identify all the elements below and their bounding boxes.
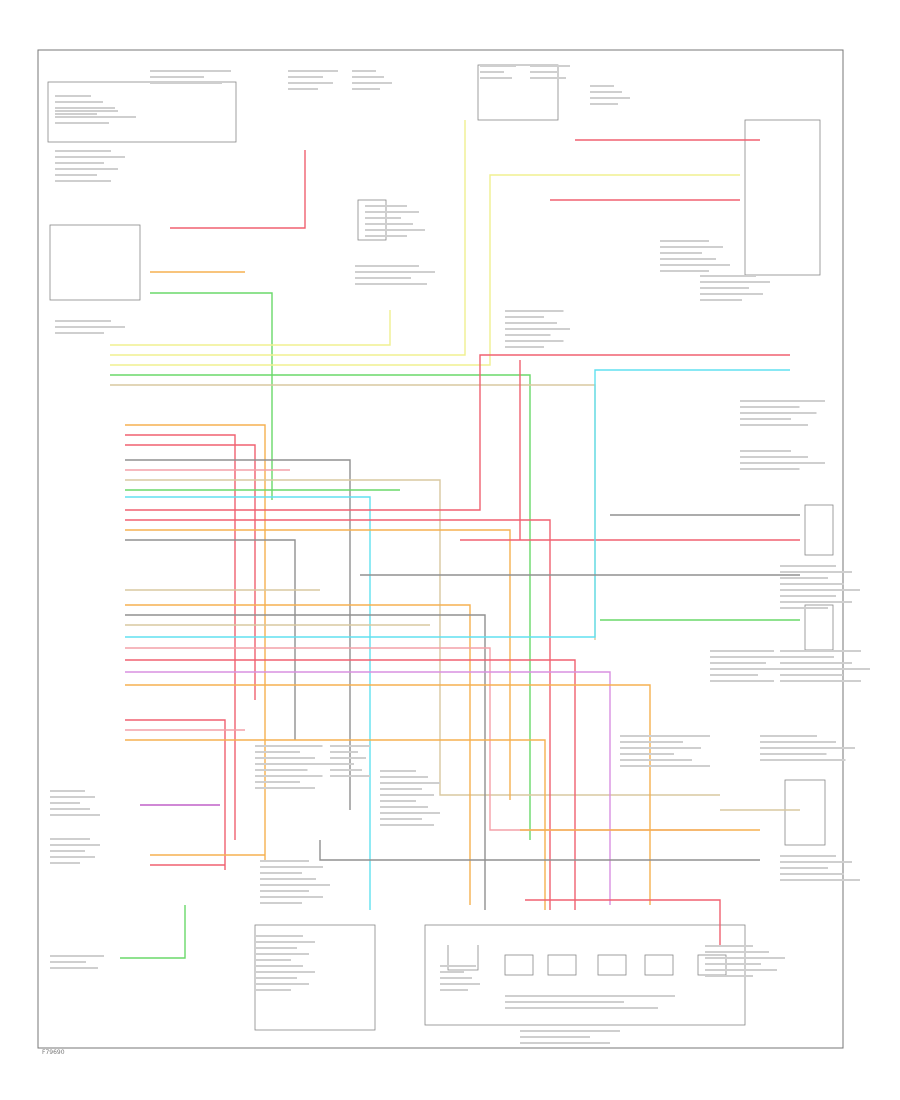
- label-placeholder-25: [380, 770, 440, 826]
- label-placeholder-9: [530, 65, 570, 79]
- label-placeholder-1: [55, 110, 136, 124]
- wire-yellow-3: [110, 310, 391, 346]
- label-placeholder-3: [150, 70, 231, 84]
- label-placeholder-31: [50, 790, 100, 816]
- wire-red-31: [125, 719, 226, 870]
- wire-cyan-15: [125, 496, 371, 910]
- wire-orange-22: [125, 604, 471, 905]
- label-placeholder-12: [700, 275, 770, 301]
- label-placeholder-33: [50, 955, 104, 969]
- label-placeholder-22: [55, 320, 125, 334]
- wire-red-0: [170, 150, 306, 229]
- wire-red-28: [125, 659, 576, 910]
- label-placeholder-10: [590, 85, 630, 105]
- label-placeholder-28: [440, 965, 480, 991]
- solenoid-1: [504, 954, 534, 976]
- wire-cyan-25: [125, 369, 790, 638]
- wire-orange-8: [125, 424, 266, 860]
- label-placeholder-14: [740, 400, 825, 426]
- label-placeholder-24: [330, 745, 370, 777]
- starter-relay-box: [744, 119, 821, 276]
- label-placeholder-32: [50, 838, 100, 864]
- label-placeholder-19: [620, 735, 710, 767]
- label-placeholder-20: [760, 735, 855, 761]
- data-link-connector-box: [47, 81, 237, 143]
- wire-orange-30: [125, 684, 651, 905]
- rear-sensor-box: [784, 779, 826, 846]
- label-placeholder-27: [255, 935, 315, 991]
- sensor-box-1: [804, 504, 834, 556]
- wire-red-16: [125, 354, 790, 511]
- temperature-sensor-loop: [447, 945, 479, 971]
- label-placeholder-5: [352, 70, 392, 90]
- solenoid-body-box: [424, 924, 746, 1026]
- label-placeholder-17: [710, 650, 790, 682]
- solenoid-3: [597, 954, 627, 976]
- label-placeholder-23: [255, 745, 330, 789]
- wire-green-2: [150, 292, 273, 500]
- wire-red-44: [525, 899, 721, 945]
- diagram-border: [37, 49, 844, 1049]
- wire-red-9: [125, 434, 236, 840]
- label-placeholder-7: [355, 265, 435, 285]
- label-placeholder-11: [660, 240, 730, 272]
- label-placeholder-34: [520, 1030, 620, 1044]
- label-placeholder-15: [740, 450, 825, 470]
- wire-gray-11: [125, 459, 351, 810]
- wire-pink-27: [125, 647, 720, 831]
- label-placeholder-13: [505, 310, 570, 348]
- wire-orange-18: [125, 529, 511, 800]
- label-placeholder-18: [780, 650, 870, 682]
- label-placeholder-16: [780, 565, 860, 609]
- wire-yellow-4: [110, 120, 466, 356]
- component-labels: [50, 65, 870, 1044]
- brake-switch-box: [49, 224, 141, 301]
- fuse-panel-box: [477, 64, 559, 121]
- wire-tan-7: [110, 384, 596, 640]
- wire-yellow-5: [110, 174, 740, 366]
- label-placeholder-30: [705, 945, 785, 977]
- sensor-box-2: [804, 604, 834, 651]
- label-placeholder-0: [55, 95, 115, 115]
- label-placeholder-26: [260, 860, 330, 904]
- wire-red-17: [125, 519, 551, 910]
- relay-box: [357, 199, 387, 241]
- wires: [110, 120, 800, 959]
- wire-green-37: [120, 905, 186, 959]
- label-placeholder-6: [365, 205, 425, 237]
- solenoid-2: [547, 954, 577, 976]
- label-placeholder-8: [480, 65, 516, 79]
- wire-gray-43: [319, 840, 760, 861]
- solenoid-4: [644, 954, 674, 976]
- wire-orange-33: [125, 739, 546, 910]
- label-placeholder-21: [780, 855, 860, 881]
- page-code: F79690: [42, 1049, 65, 1056]
- label-placeholder-29: [505, 995, 675, 1009]
- label-placeholder-2: [55, 150, 125, 182]
- wire-gray-23: [125, 614, 486, 910]
- label-placeholder-4: [288, 70, 338, 90]
- wire-gray-19: [125, 539, 296, 740]
- wire-purple-29: [125, 671, 611, 905]
